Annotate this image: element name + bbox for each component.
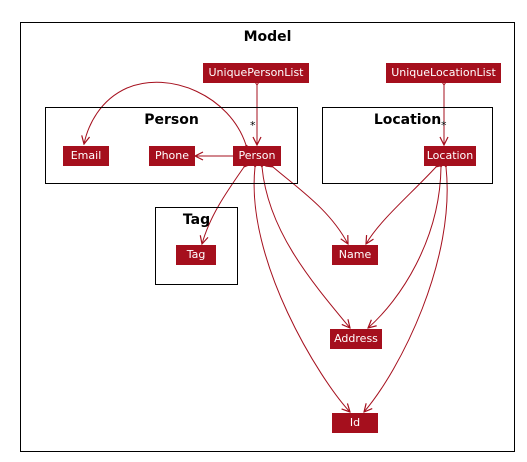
class-unique-person-list[interactable]: UniquePersonList: [203, 63, 309, 83]
class-id[interactable]: Id: [332, 413, 378, 433]
class-email[interactable]: Email: [63, 146, 109, 166]
class-phone[interactable]: Phone: [149, 146, 195, 166]
tag-package-frame: Tag: [155, 207, 238, 285]
edge-person-id: [254, 167, 350, 412]
model-package-title: Model: [243, 29, 292, 45]
location-package-title: Location: [373, 112, 442, 128]
person-package-frame: Person: [45, 107, 298, 184]
class-tag[interactable]: Tag: [176, 245, 216, 265]
edge-location-id: [364, 167, 447, 412]
model-package-frame: Model: [20, 22, 515, 452]
class-person[interactable]: Person: [233, 146, 281, 166]
class-unique-location-list[interactable]: UniqueLocationList: [386, 63, 501, 83]
class-name[interactable]: Name: [332, 245, 378, 265]
person-package-title: Person: [144, 112, 199, 128]
tag-package-title: Tag: [182, 212, 211, 228]
multiplicity-location-list: *: [441, 119, 447, 132]
location-package-frame: Location: [322, 107, 493, 184]
class-address[interactable]: Address: [330, 329, 382, 349]
multiplicity-person-list: *: [250, 119, 256, 132]
class-location[interactable]: Location: [424, 146, 476, 166]
edge-person-tag: [202, 167, 244, 244]
edge-person-email: [84, 81, 246, 145]
